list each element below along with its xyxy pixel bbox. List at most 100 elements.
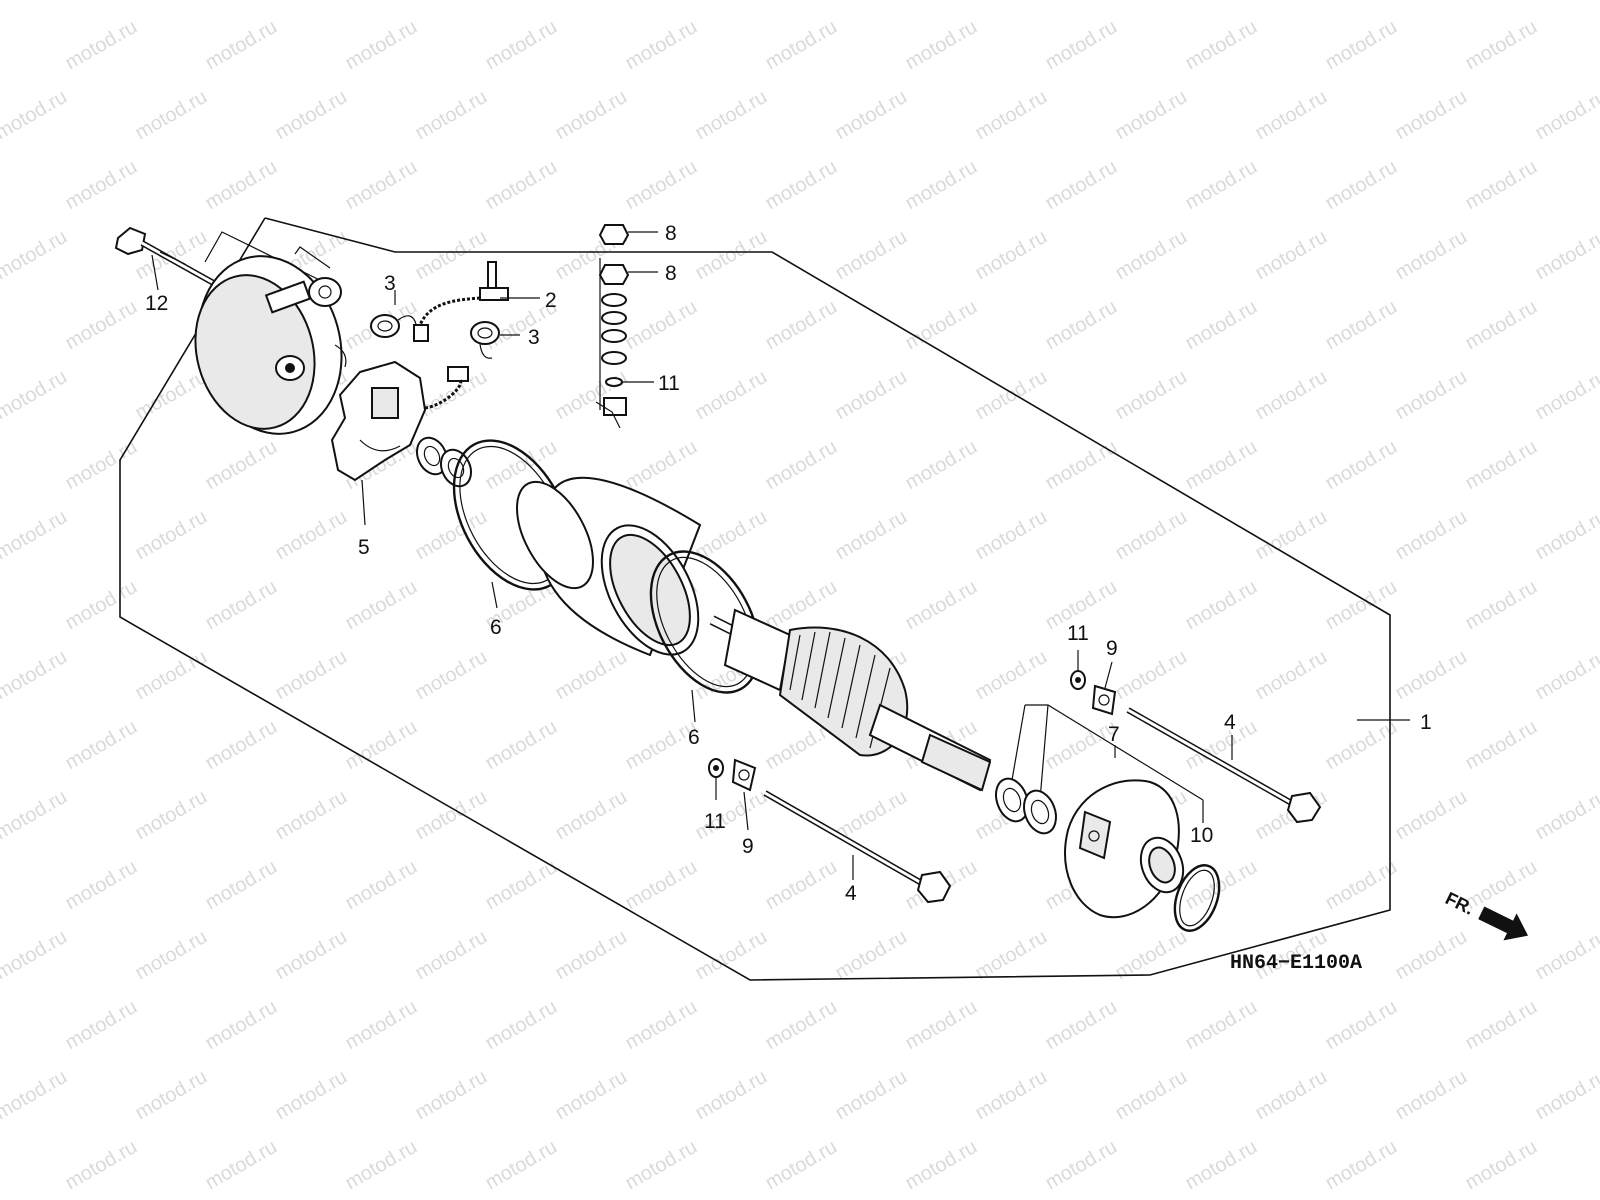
watermark-text: motod.ru	[1322, 436, 1401, 495]
watermark-text: motod.ru	[1042, 156, 1121, 215]
watermark-text: motod.ru	[622, 296, 701, 355]
watermark-text: motod.ru	[132, 86, 211, 145]
watermark-text: motod.ru	[342, 156, 421, 215]
watermark-text: motod.ru	[342, 16, 421, 75]
watermark-text: motod.ru	[1042, 996, 1121, 1055]
callout-4-lower: 4	[845, 882, 857, 905]
callout-8-lower: 8	[665, 262, 677, 285]
watermark-text: motod.ru	[0, 366, 71, 425]
watermark-text: motod.ru	[412, 0, 491, 4]
watermark-text: motod.ru	[1042, 436, 1121, 495]
watermark-text: motod.ru	[1112, 1066, 1191, 1125]
watermark-text: motod.ru	[972, 0, 1051, 4]
watermark-text: motod.ru	[132, 646, 211, 705]
watermark-text: motod.ru	[1322, 856, 1401, 915]
watermark-text: motod.ru	[1112, 506, 1191, 565]
watermark-text: motod.ru	[972, 86, 1051, 145]
watermark-text: motod.ru	[1042, 296, 1121, 355]
callout-8-top: 8	[665, 222, 677, 245]
watermark-text: motod.ru	[972, 226, 1051, 285]
watermark-text: motod.ru	[272, 0, 351, 4]
watermark-text: motod.ru	[62, 996, 141, 1055]
watermark-text: motod.ru	[1322, 716, 1401, 775]
watermark-text: motod.ru	[202, 856, 281, 915]
watermark-text: motod.ru	[1182, 996, 1261, 1055]
watermark-text: motod.ru	[1532, 226, 1600, 285]
watermark-text: motod.ru	[832, 86, 911, 145]
watermark-text: motod.ru	[972, 366, 1051, 425]
watermark-text: motod.ru	[412, 786, 491, 845]
watermark-text: motod.ru	[1112, 646, 1191, 705]
watermark-text: motod.ru	[692, 226, 771, 285]
watermark-text: motod.ru	[1252, 226, 1331, 285]
watermark-text: motod.ru	[132, 506, 211, 565]
watermark-text: motod.ru	[692, 1066, 771, 1125]
watermark-text: motod.ru	[62, 296, 141, 355]
watermark-text: motod.ru	[1392, 86, 1471, 145]
watermark-text: motod.ru	[0, 996, 1, 1055]
watermark-text: motod.ru	[762, 996, 841, 1055]
watermark-text: motod.ru	[482, 16, 561, 75]
watermark-text: motod.ru	[762, 16, 841, 75]
watermark-text: motod.ru	[1462, 1136, 1541, 1195]
watermark-text: motod.ru	[762, 436, 841, 495]
watermark-text: motod.ru	[1182, 436, 1261, 495]
watermark-text: motod.ru	[552, 786, 631, 845]
watermark-text: motod.ru	[1252, 1066, 1331, 1125]
watermark-text: motod.ru	[132, 1066, 211, 1125]
watermark-text: motod.ru	[762, 576, 841, 635]
callout-6-rear: 6	[490, 616, 502, 639]
watermark-text: motod.ru	[482, 996, 561, 1055]
watermark-text: motod.ru	[1322, 16, 1401, 75]
callout-5: 5	[358, 536, 370, 559]
watermark-text: motod.ru	[832, 366, 911, 425]
watermark-text: motod.ru	[0, 86, 71, 145]
watermark-text: motod.ru	[202, 716, 281, 775]
watermark-text: motod.ru	[0, 16, 1, 75]
callouts: 12 2 3 3 8 8 11 5 6 6 1 4 4 7 10 11 9 11…	[145, 222, 1432, 905]
watermark-text: motod.ru	[1252, 646, 1331, 705]
armature	[709, 608, 992, 792]
callout-10: 10	[1190, 824, 1213, 847]
callout-11-upper: 11	[1067, 622, 1089, 645]
watermark-text: motod.ru	[552, 0, 631, 4]
front-shims	[995, 704, 1204, 835]
watermark-text: motod.ru	[972, 1066, 1051, 1125]
callout-1: 1	[1420, 711, 1432, 734]
watermark-text: motod.ru	[552, 926, 631, 985]
watermark-text: motod.ru	[1392, 506, 1471, 565]
watermark-text: motod.ru	[1112, 226, 1191, 285]
watermark-text: motod.ru	[902, 1136, 981, 1195]
watermark-text: motod.ru	[202, 156, 281, 215]
watermark-text: motod.ru	[902, 16, 981, 75]
watermark-text: motod.ru	[832, 226, 911, 285]
watermark-text: motod.ru	[1322, 156, 1401, 215]
watermark-text: motod.ru	[62, 156, 141, 215]
watermark-text: motod.ru	[412, 226, 491, 285]
watermark-text: motod.ru	[1532, 646, 1600, 705]
terminal-nut-stack	[595, 224, 630, 429]
watermark-text: motod.ru	[272, 1066, 351, 1125]
watermark-text: motod.ru	[1392, 646, 1471, 705]
watermark-text: motod.ru	[1112, 366, 1191, 425]
leader-lines	[151, 231, 1410, 880]
watermark-text: motod.ru	[202, 996, 281, 1055]
bracket-rear-cover-2	[294, 246, 331, 269]
watermark-text: motod.ru	[0, 1066, 71, 1125]
watermark-text: motod.ru	[622, 436, 701, 495]
watermark-text: motod.ru	[0, 436, 1, 495]
watermark-text: motod.ru	[832, 0, 911, 4]
watermark-text: motod.ru	[412, 86, 491, 145]
callout-2: 2	[545, 289, 557, 312]
watermark-text: motod.ru	[1182, 856, 1261, 915]
watermark-text: motod.ru	[0, 856, 1, 915]
watermark-text: motod.ru	[552, 1066, 631, 1125]
watermark-text: motod.ru	[1392, 226, 1471, 285]
watermark-text: motod.ru	[272, 86, 351, 145]
watermark-text: motod.ru	[832, 1066, 911, 1125]
callout-6-front: 6	[688, 726, 700, 749]
watermark-text: motod.ru	[1322, 576, 1401, 635]
watermark-text: motod.ru	[902, 576, 981, 635]
